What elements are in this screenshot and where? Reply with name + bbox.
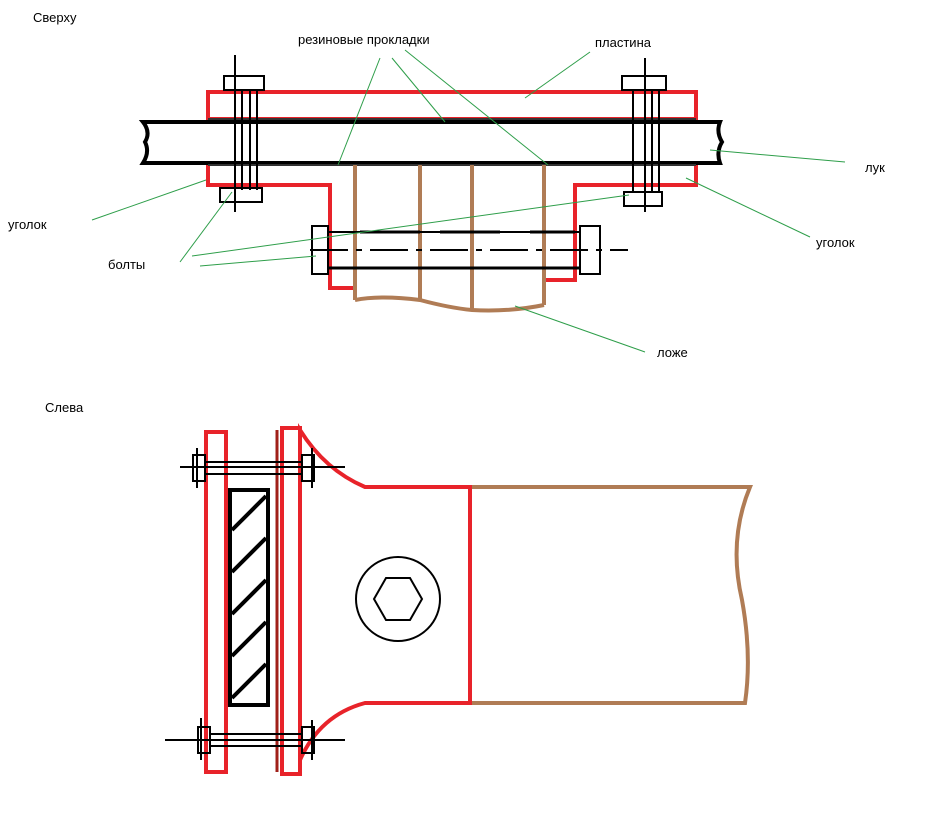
label-angle-right: уголок bbox=[816, 235, 855, 250]
bolt-left-vertical bbox=[219, 55, 265, 212]
leader-lines-top bbox=[91, 49, 846, 353]
label-rubber-pads: резиновые прокладки bbox=[298, 32, 430, 47]
angle-bracket-right bbox=[545, 165, 698, 282]
view-title-top: Сверху bbox=[33, 10, 77, 25]
stock-top bbox=[353, 165, 546, 313]
bolt-horizontal bbox=[310, 225, 628, 275]
label-bolts: болты bbox=[108, 257, 145, 272]
bolt-head-circle bbox=[355, 556, 441, 642]
plate-side-right bbox=[280, 426, 302, 776]
bow-limb bbox=[138, 120, 725, 165]
label-bow: лук bbox=[865, 160, 885, 175]
label-stock: ложе bbox=[657, 345, 688, 360]
label-angle-left: уголок bbox=[8, 217, 47, 232]
view-title-left: Слева bbox=[45, 400, 84, 415]
hex-socket-icon bbox=[372, 577, 424, 621]
plate-side-left bbox=[204, 430, 228, 774]
plate bbox=[206, 90, 698, 121]
angle-bracket-left bbox=[206, 165, 353, 290]
bolt-side-top bbox=[180, 448, 345, 488]
left-view: Слева bbox=[45, 400, 753, 776]
angle-bracket-side bbox=[298, 423, 472, 761]
hatch-lines bbox=[230, 494, 268, 700]
stock-side bbox=[470, 485, 753, 705]
bolt-side-bottom bbox=[165, 718, 345, 760]
top-view: Сверху резиновые прокладки пластина лук … bbox=[8, 10, 885, 360]
label-plate: пластина bbox=[595, 35, 652, 50]
bolt-right-vertical bbox=[621, 58, 667, 212]
